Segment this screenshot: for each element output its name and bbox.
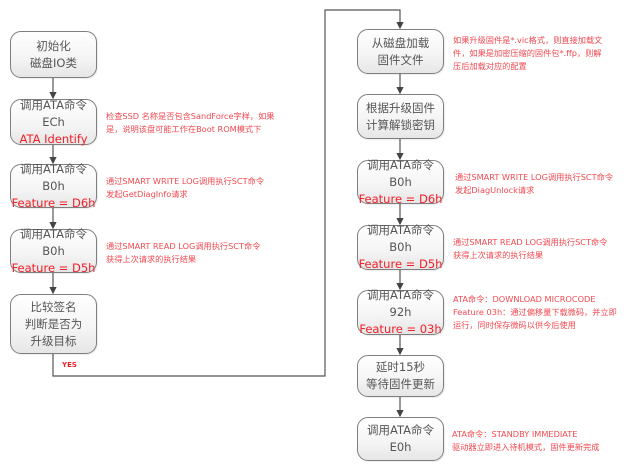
- box-text: 从磁盘加载: [371, 35, 430, 50]
- box-text: 升级目标: [30, 333, 77, 348]
- box-text: 比较签名: [30, 299, 77, 314]
- box-text: 判断是否为: [24, 316, 83, 331]
- note-line: 如果升级固件是*.vic格式，则直接加载文: [453, 35, 603, 45]
- note-read-log-left: 通过SMART READ LOG调用执行SCT命令 获得上次请求的执行结果: [106, 240, 260, 266]
- box-text: 磁盘IO类: [30, 55, 77, 70]
- box-text-highlight: ATA Identify: [19, 131, 88, 146]
- note-line: 检查SSD 名称是否包含SandForce字样，如果: [106, 111, 275, 121]
- box-load-firmware: 从磁盘加载 固件文件: [357, 29, 444, 74]
- note-line: ATA命令：STANDBY IMMEDIATE: [452, 429, 578, 439]
- note-line: 驱动器立即进入待机模式，固件更新完成: [452, 442, 600, 452]
- note-line: 发起DiagUnlock请求: [455, 185, 535, 195]
- box-b0h-d6h-right: 调用ATA命令B0h Feature = D6h: [357, 157, 444, 206]
- note-getdiaginfo: 通过SMART WRITE LOG调用执行SCT命令 发起GetDiagInfo…: [106, 175, 264, 201]
- note-line: 通过SMART WRITE LOG调用执行SCT命令: [455, 172, 614, 182]
- note-line: 获得上次请求的执行结果: [106, 254, 197, 264]
- box-ata-identify: 调用ATA命令ECh ATA Identify: [10, 97, 97, 146]
- box-text: 调用ATA命令B0h: [367, 157, 434, 189]
- note-diagunlock: 通过SMART WRITE LOG调用执行SCT命令 发起DiagUnlock请…: [455, 171, 613, 197]
- box-download-microcode: 调用ATA命令92h Feature = 03h: [357, 288, 444, 336]
- yes-connector: [52, 9, 404, 377]
- note-line: 运行，同时保存微码以供今后使用: [453, 320, 576, 330]
- note-line: 通过SMART READ LOG调用执行SCT命令: [106, 241, 261, 251]
- box-text-highlight: Feature = D5h: [358, 257, 443, 271]
- box-b0h-d5h-left: 调用ATA命令B0h Feature = D5h: [10, 226, 97, 275]
- yes-label: YES: [62, 361, 77, 369]
- note-line: ATA命令：DOWNLOAD MICROCODE: [453, 294, 596, 304]
- box-text: 等待固件更新: [366, 377, 435, 391]
- box-text: 调用ATA命令B0h: [20, 226, 87, 258]
- note-line: 通过SMART READ LOG调用执行SCT命令: [453, 237, 608, 247]
- note-line: Feature 03h：通过偏移量下载微码，并立即: [453, 307, 617, 317]
- box-text: 调用ATA命令92h: [367, 288, 434, 319]
- note-line: 发起GetDiagInfo请求: [106, 189, 188, 199]
- box-text-highlight: Feature = D6h: [11, 195, 96, 210]
- box-compare-signature: 比较签名 判断是否为 升级目标: [10, 294, 97, 354]
- note-line: 件，如果是加密压缩的固件包*.ffp，则解: [453, 48, 602, 58]
- box-text: 调用ATA命令ECh: [20, 97, 87, 129]
- box-text: 计算解锁密钥: [366, 117, 435, 132]
- note-line: 通过SMART WRITE LOG调用执行SCT命令: [106, 176, 265, 186]
- box-delay-15s: 延时15秒 等待固件更新: [357, 355, 444, 397]
- box-text: 初始化: [36, 38, 71, 53]
- box-standby-e0h: 调用ATA命令E0h: [357, 417, 444, 461]
- box-text: 根据升级固件: [366, 100, 435, 115]
- box-text: 固件文件: [377, 52, 424, 67]
- box-compute-key: 根据升级固件 计算解锁密钥: [357, 94, 444, 139]
- note-ata-identify: 检查SSD 名称是否包含SandForce字样，如果 是，说明该盘可能工作在Bo…: [106, 110, 275, 136]
- note-firmware-format: 如果升级固件是*.vic格式，则直接加载文 件，如果是加密压缩的固件包*.ffp…: [453, 34, 602, 73]
- box-text: 调用ATA命令B0h: [367, 223, 434, 254]
- note-line: 获得上次请求的执行结果: [453, 250, 544, 260]
- note-read-log-right: 通过SMART READ LOG调用执行SCT命令 获得上次请求的执行结果: [453, 236, 607, 262]
- note-line: 压后加载对应的配置: [453, 61, 527, 71]
- box-b0h-d5h-right: 调用ATA命令B0h Feature = D5h: [357, 223, 444, 271]
- note-standby-immediate: ATA命令：STANDBY IMMEDIATE 驱动器立即进入待机模式，固件更新…: [452, 428, 599, 454]
- note-download-microcode: ATA命令：DOWNLOAD MICROCODE Feature 03h：通过偏…: [453, 293, 617, 332]
- box-text: 延时15秒: [375, 360, 426, 374]
- box-text: 调用ATA命令B0h: [20, 161, 87, 193]
- box-b0h-d6h-left: 调用ATA命令B0h Feature = D6h: [10, 161, 97, 210]
- note-line: 是，说明该盘可能工作在Boot ROM模式下: [106, 124, 262, 134]
- box-text-highlight: Feature = D5h: [11, 260, 96, 275]
- box-init-disk-io: 初始化 磁盘IO类: [10, 31, 97, 78]
- box-text-highlight: Feature = 03h: [359, 322, 442, 336]
- box-text: 调用ATA命令E0h: [367, 423, 434, 454]
- box-text-highlight: Feature = D6h: [358, 191, 443, 206]
